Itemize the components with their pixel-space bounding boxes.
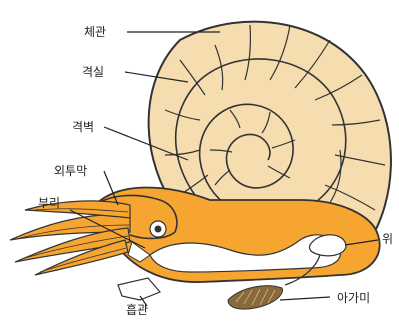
- gill: [228, 286, 283, 309]
- label-funnel: 흡관: [126, 303, 148, 317]
- label-beak: 부리: [38, 196, 60, 210]
- label-stomach: 위: [382, 232, 393, 246]
- label-siphuncle: 체관: [84, 25, 106, 39]
- label-septum: 격벽: [72, 120, 94, 134]
- tentacles: [10, 201, 130, 275]
- funnel: [118, 278, 160, 300]
- eye-pupil: [155, 226, 162, 233]
- label-chamber: 격실: [82, 65, 104, 79]
- label-gill: 아가미: [337, 291, 370, 305]
- label-mantle: 외투막: [54, 164, 87, 178]
